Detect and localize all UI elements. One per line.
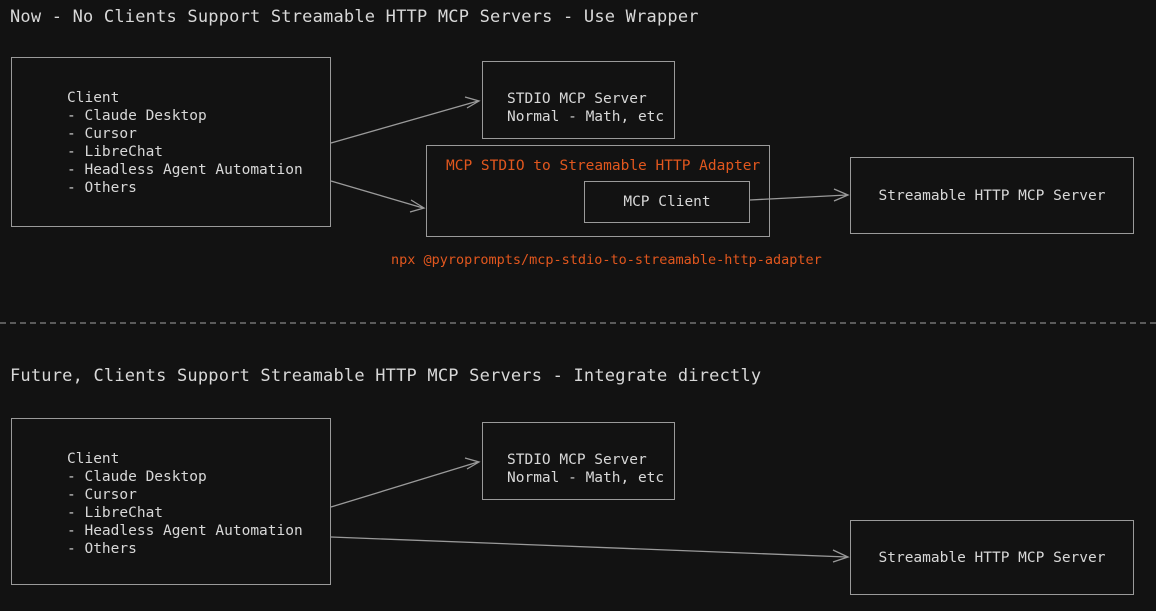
future-stdio-server-box <box>482 422 675 500</box>
arrow-future-client-to-stdio <box>330 461 479 508</box>
arrow-now-client-to-adapter <box>330 180 424 209</box>
now-http-server-box <box>850 157 1134 234</box>
future-client-item-2: - LibreChat <box>67 505 164 521</box>
future-http-server-label: Streamable HTTP MCP Server <box>878 549 1106 566</box>
now-client-item-1: - Cursor <box>67 126 137 142</box>
now-client-item-0: - Claude Desktop <box>67 108 207 124</box>
now-client-item-4: - Others <box>67 180 137 196</box>
section-divider <box>0 322 1156 324</box>
now-stdio-server-line1: STDIO MCP Server <box>507 91 647 107</box>
now-stdio-server-line2: Normal - Math, etc <box>507 109 665 125</box>
arrowhead-now-client-to-adapter <box>409 199 426 213</box>
arrowhead-future-client-to-stdio <box>464 457 481 470</box>
now-http-server-label: Streamable HTTP MCP Server <box>878 187 1106 204</box>
future-http-server-box <box>850 520 1134 595</box>
arrowhead-future-client-to-http-server <box>832 549 850 563</box>
future-client-item-0: - Claude Desktop <box>67 469 207 485</box>
section-future-title: Future, Clients Support Streamable HTTP … <box>10 366 762 386</box>
now-stdio-server-box <box>482 61 675 139</box>
now-adapter-mcp-client-box <box>584 181 750 223</box>
arrow-future-client-to-http-server <box>330 536 848 558</box>
now-adapter-mcp-client-label: MCP Client <box>623 194 711 210</box>
future-stdio-server-line1: STDIO MCP Server <box>507 452 647 468</box>
now-adapter-npx-command: npx @pyroprompts/mcp-stdio-to-streamable… <box>391 252 822 268</box>
arrowhead-now-client-to-stdio <box>464 96 481 109</box>
section-now-title: Now - No Clients Support Streamable HTTP… <box>10 7 699 27</box>
now-client-item-3: - Headless Agent Automation <box>67 162 303 178</box>
arrow-now-client-to-stdio <box>330 100 479 144</box>
now-client-box <box>11 57 331 227</box>
now-client-heading: Client <box>67 90 120 106</box>
future-client-box <box>11 418 331 585</box>
now-client-item-2: - LibreChat <box>67 144 164 160</box>
future-client-item-1: - Cursor <box>67 487 137 503</box>
future-client-item-3: - Headless Agent Automation <box>67 523 303 539</box>
future-client-item-4: - Others <box>67 541 137 557</box>
future-client-heading: Client <box>67 451 120 467</box>
now-adapter-label: MCP STDIO to Streamable HTTP Adapter <box>446 158 761 174</box>
arrowhead-now-adapter-to-http-server <box>833 188 850 202</box>
future-stdio-server-line2: Normal - Math, etc <box>507 470 665 486</box>
